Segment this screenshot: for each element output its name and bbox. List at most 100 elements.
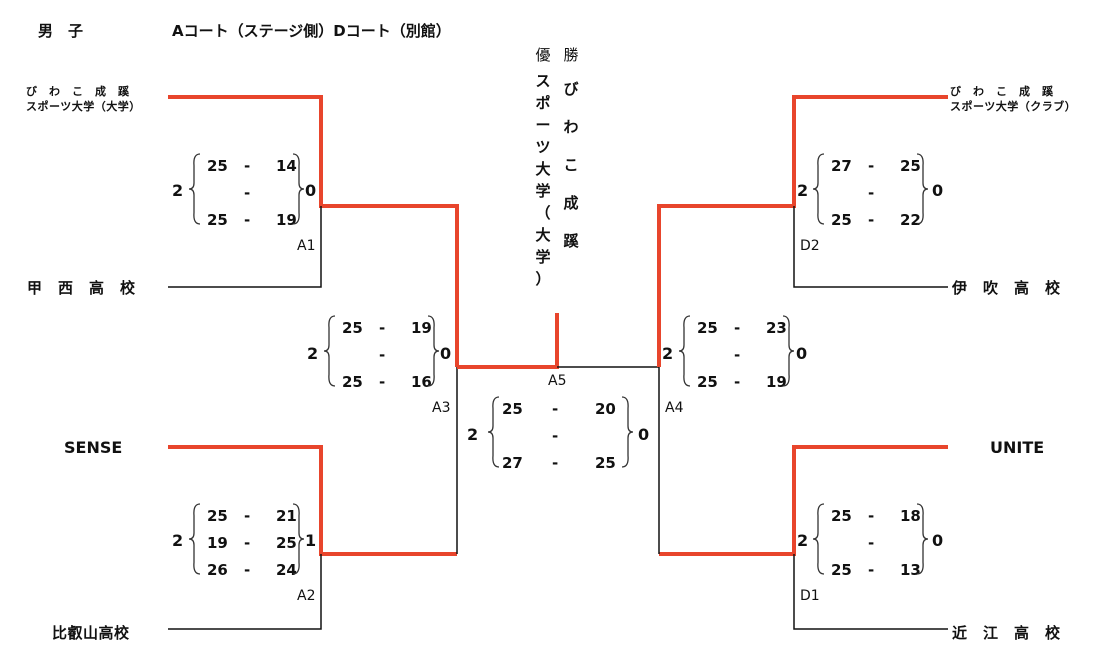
match-code-a2: A2	[297, 588, 316, 604]
score-dash: -	[868, 184, 875, 202]
set-score: 25	[502, 400, 523, 418]
sets-won-left: 2	[797, 531, 809, 550]
champion-name-col1-char: （	[535, 204, 551, 222]
set-row: -	[678, 346, 793, 364]
score-dash: -	[244, 211, 251, 229]
team-right-2: 伊 吹 高 校	[952, 279, 1061, 297]
set-row: -	[188, 184, 303, 202]
set-score: 24	[276, 561, 297, 579]
sets-won-right: 0	[796, 344, 808, 363]
set-score: 25	[900, 157, 921, 175]
set-row: 27-25	[487, 454, 632, 472]
set-row: 25- 22	[812, 211, 927, 229]
score-dash: -	[552, 454, 559, 472]
courts-label: Aコート（ステージ側）Dコート（別館）	[172, 22, 451, 40]
score-dash: -	[244, 534, 251, 552]
set-score: 25	[831, 211, 852, 229]
champion-name-col1-char: ポ	[535, 94, 551, 112]
set-score: 14	[276, 157, 297, 175]
set-score: 18	[900, 507, 921, 525]
set-score: 16	[411, 373, 432, 391]
champion-name-col1-char: ー	[535, 116, 551, 134]
line-loser-right-4	[793, 554, 948, 630]
line-winner-left-3	[168, 445, 457, 556]
champion-label-b: 勝	[563, 46, 579, 64]
score-dash: -	[868, 534, 875, 552]
set-score: 27	[831, 157, 852, 175]
sets-won-left: 2	[307, 344, 319, 363]
score-dash: -	[379, 373, 386, 391]
champion-name-col1-char: 大	[535, 226, 551, 244]
set-score: 25	[342, 319, 363, 337]
set-score: 19	[766, 373, 787, 391]
score-dash: -	[244, 157, 251, 175]
team-left-4: 比叡山高校	[52, 624, 130, 642]
score-dash: -	[379, 346, 386, 364]
match-a3-scores: 25-19-25-16	[323, 315, 440, 391]
match-code-a1: A1	[297, 238, 316, 254]
brace-right	[917, 153, 929, 225]
champion-name-col1-char: ツ	[535, 138, 551, 156]
set-row: -	[487, 427, 632, 445]
set-score: 25	[831, 561, 852, 579]
champion-name-col1-char: 学	[535, 182, 551, 200]
match-code-a3: A3	[432, 400, 451, 416]
match-a4-scores: 25-23-25-19	[678, 315, 795, 391]
set-row: 25-16	[323, 373, 438, 391]
set-score: 19	[276, 211, 297, 229]
set-score: 26	[207, 561, 228, 579]
set-row: 25-20	[487, 400, 632, 418]
champion-name-col2: びわこ成蹊	[561, 70, 581, 260]
score-dash: -	[868, 157, 875, 175]
set-row: 25-18	[812, 507, 927, 525]
team-left-1-line1: び わ こ 成 蹊	[26, 85, 130, 98]
team-left-3: SENSE	[64, 438, 123, 457]
match-code-a5: A5	[548, 373, 567, 389]
match-code-d1: D1	[800, 588, 820, 604]
set-row: -	[812, 184, 927, 202]
brace-left	[812, 503, 824, 575]
sets-won-right: 0	[932, 531, 944, 550]
score-dash: -	[734, 319, 741, 337]
match-code-d2: D2	[800, 238, 820, 254]
team-left-1-line2: スポーツ大学（大学）	[26, 100, 141, 113]
score-dash: -	[244, 507, 251, 525]
score-dash: -	[868, 211, 875, 229]
score-dash: -	[868, 507, 875, 525]
set-score: 25	[276, 534, 297, 552]
brace-right	[293, 503, 305, 575]
score-dash: -	[244, 561, 251, 579]
line-winner-final	[457, 313, 559, 369]
set-score: 21	[276, 507, 297, 525]
set-score: 20	[595, 400, 616, 418]
team-left-2: 甲 西 高 校	[27, 279, 136, 297]
set-row: 25-14	[188, 157, 303, 175]
sets-won-left: 2	[662, 344, 674, 363]
set-score: 25	[207, 211, 228, 229]
set-score: 25	[595, 454, 616, 472]
score-dash: -	[552, 427, 559, 445]
set-score: 13	[900, 561, 921, 579]
set-score: 22	[900, 211, 921, 229]
champion-name-col1-char: 大	[535, 160, 551, 178]
match-d2-scores: 27-25-25-22	[812, 153, 929, 229]
champion-name-col2-char: 成	[563, 194, 579, 212]
brace-right	[428, 315, 440, 387]
team-right-1-line2: スポーツ大学（クラブ）	[950, 100, 1077, 113]
set-score: 19	[207, 534, 228, 552]
brace-left	[188, 153, 200, 225]
match-code-a4: A4	[665, 400, 684, 416]
set-score: 23	[766, 319, 787, 337]
match-a5-scores: 25-20-27-25	[487, 396, 634, 472]
brace-left	[188, 503, 200, 575]
team-right-3: UNITE	[990, 438, 1045, 457]
brace-right	[293, 153, 305, 225]
set-row: 25-19	[678, 373, 793, 391]
champion-name-col1-char: ）	[535, 270, 551, 288]
set-score: 19	[411, 319, 432, 337]
line-winner-right-3	[659, 445, 948, 556]
sets-won-left: 2	[467, 425, 479, 444]
champion-name-col1-char: ス	[535, 72, 551, 90]
